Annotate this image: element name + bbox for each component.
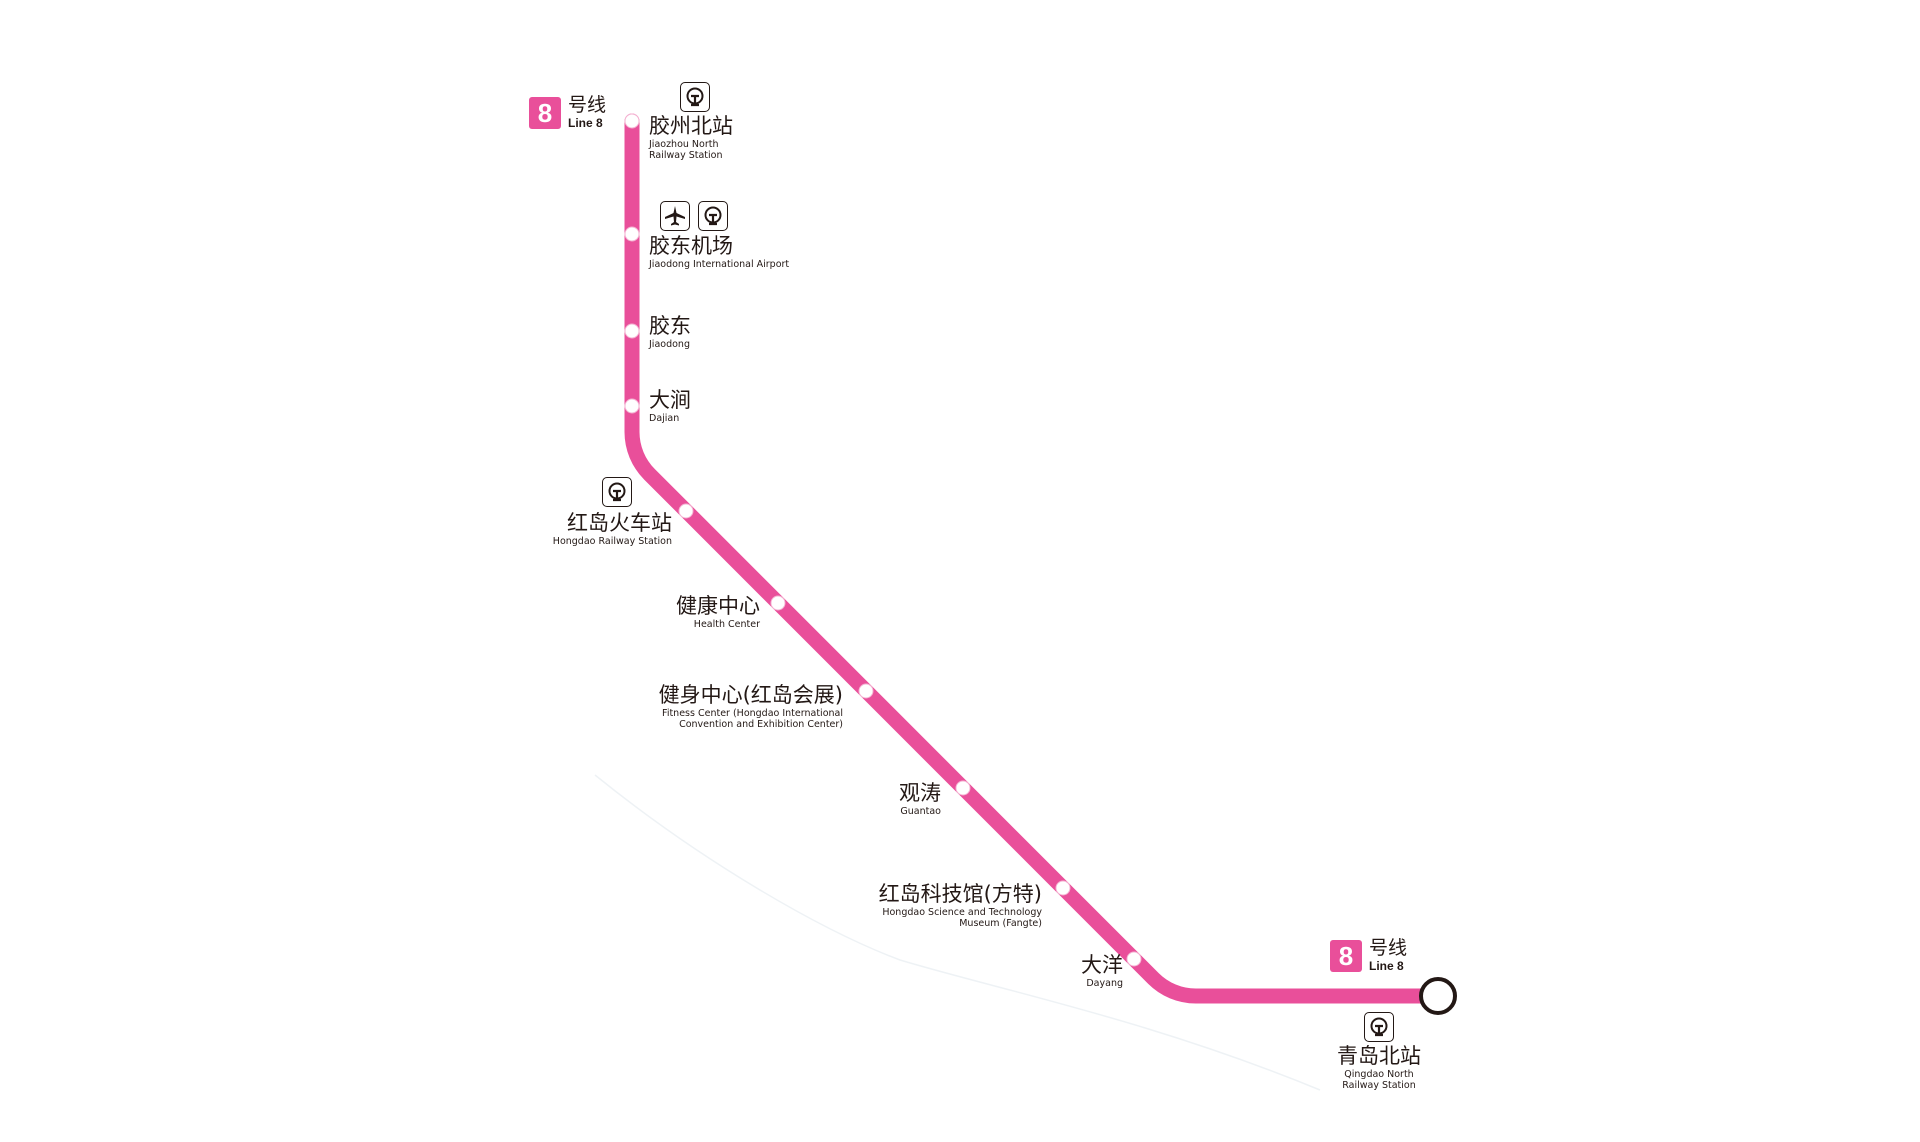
background-boundary: [594, 774, 1321, 1091]
station-dots: [624, 113, 1142, 967]
station-name-en: Jiaodong International Airport: [649, 259, 790, 270]
station-name-en: Museum (Fangte): [959, 918, 1042, 929]
station-name-en: Health Center: [693, 619, 760, 630]
station-label-health-center[interactable]: 健康中心 Health Center: [676, 594, 760, 631]
station-dot-dayang[interactable]: [1126, 951, 1142, 967]
station-dot-jiaodong-airport[interactable]: [624, 226, 640, 242]
terminal-station-qingdao-north[interactable]: [1419, 977, 1457, 1015]
station-dot-jiaozhou-north[interactable]: [624, 113, 640, 129]
line-name-zh: 号线: [1369, 937, 1408, 959]
station-name-en: Railway Station: [1342, 1080, 1416, 1091]
line-label-bottom: 号线 Line 8: [1369, 937, 1408, 974]
station-name-en: Convention and Exhibition Center): [679, 719, 843, 730]
station-name-en: Fitness Center (Hongdao International: [662, 708, 843, 719]
station-label-dayang[interactable]: 大洋 Dayang: [1081, 953, 1123, 990]
station-name-en: Dajian: [649, 413, 680, 424]
station-name-en: Qingdao North: [1344, 1069, 1414, 1080]
station-name-en: Jiaozhou North: [649, 139, 719, 150]
station-name-zh: 胶东机场: [649, 234, 733, 258]
station-name-zh: 大洋: [1081, 953, 1123, 977]
station-name-en: Jiaodong: [649, 339, 690, 350]
station-name-zh: 红岛火车站: [567, 511, 672, 535]
station-name-zh: 观涛: [899, 781, 941, 805]
station-name-zh: 胶州北站: [649, 114, 733, 138]
station-label-fitness-center[interactable]: 健身中心(红岛会展) Fitness Center (Hongdao Inter…: [658, 683, 843, 731]
railway-icon: [680, 82, 710, 112]
station-name-zh: 胶东: [649, 314, 691, 338]
station-label-guantao[interactable]: 观涛 Guantao: [899, 781, 941, 818]
line-name-zh: 号线: [568, 94, 607, 116]
station-label-science-museum[interactable]: 红岛科技馆(方特) Hongdao Science and Technology…: [878, 882, 1042, 930]
station-name-en: Dayang: [1086, 978, 1123, 989]
airport-icon: [660, 201, 690, 231]
station-dot-health-center[interactable]: [770, 595, 786, 611]
station-label-hongdao-railway[interactable]: 红岛火车站 Hongdao Railway Station: [552, 511, 672, 548]
station-name-zh: 青岛北站: [1337, 1044, 1421, 1068]
station-name-en: Hongdao Railway Station: [552, 536, 672, 547]
station-label-jiaozhou-north[interactable]: 胶州北站 Jiaozhou North Railway Station: [649, 114, 733, 162]
station-label-jiaodong[interactable]: 胶东 Jiaodong: [649, 314, 691, 351]
station-name-zh: 红岛科技馆(方特): [878, 882, 1042, 906]
line-badge-bottom: 8: [1330, 940, 1362, 972]
station-name-en: Guantao: [900, 806, 941, 817]
station-dot-guantao[interactable]: [955, 780, 971, 796]
station-dot-hongdao-railway[interactable]: [678, 503, 694, 519]
station-dot-dajian[interactable]: [624, 398, 640, 414]
railway-icon: [1364, 1012, 1394, 1042]
station-name-zh: 大涧: [649, 388, 691, 412]
station-label-qingdao-north[interactable]: 青岛北站 Qingdao North Railway Station: [1309, 1044, 1449, 1092]
station-label-dajian[interactable]: 大涧 Dajian: [649, 388, 691, 425]
station-label-jiaodong-airport[interactable]: 胶东机场 Jiaodong International Airport: [649, 234, 790, 271]
station-name-zh: 健身中心(红岛会展): [658, 683, 843, 707]
station-name-zh: 健康中心: [676, 594, 760, 618]
station-dot-jiaodong[interactable]: [624, 323, 640, 339]
station-name-en: Hongdao Science and Technology: [882, 907, 1042, 918]
station-dot-science-museum[interactable]: [1055, 880, 1071, 896]
railway-icon: [602, 477, 632, 507]
line-label-top: 号线 Line 8: [568, 94, 607, 131]
railway-icon: [698, 201, 728, 231]
line-8-track: [624, 113, 1445, 1004]
line-name-en: Line 8: [568, 116, 603, 130]
station-name-en: Railway Station: [649, 150, 723, 161]
line-badge-top: 8: [529, 97, 561, 129]
station-dot-fitness-center[interactable]: [858, 683, 874, 699]
line-name-en: Line 8: [1369, 959, 1404, 973]
